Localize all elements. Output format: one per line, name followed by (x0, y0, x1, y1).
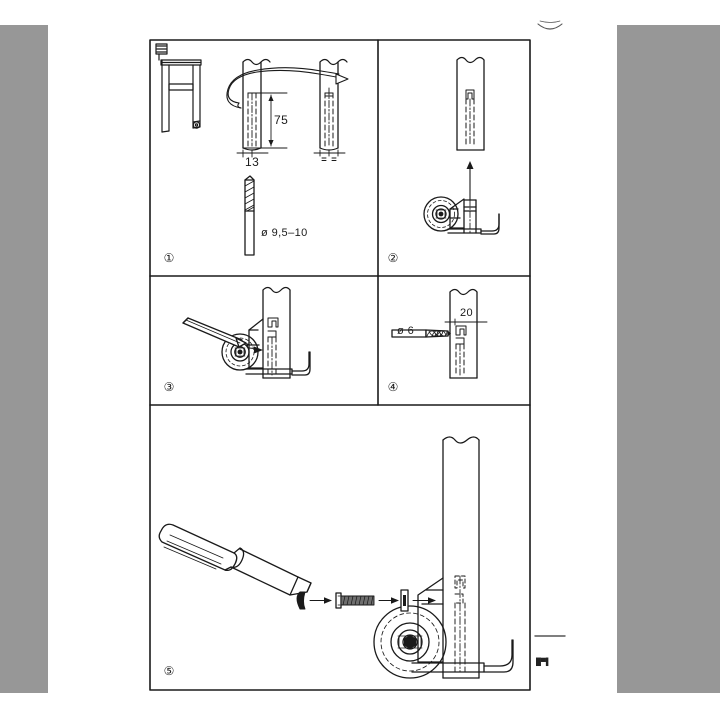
left-margin-bar (0, 25, 48, 693)
panel-1-content (155, 43, 349, 256)
drill-diameter-label-1: ø 9,5–10 (261, 227, 308, 239)
top-arc-mark (537, 23, 563, 30)
dimension-label-20: 20 (460, 307, 474, 319)
dimension-label-13: 13 (245, 155, 260, 169)
pointer-arrow-3 (248, 346, 263, 354)
right-margin-bar (617, 25, 720, 693)
pencil (182, 317, 249, 348)
bed-frame-icon (155, 43, 202, 133)
tube-with-slot (456, 56, 485, 151)
caster-wheel-large (373, 605, 447, 679)
panel-4-content (391, 288, 488, 379)
tube-after (319, 58, 348, 151)
page-marks (534, 20, 566, 637)
panel-2-content (423, 56, 500, 235)
panel-number-3: ③ (163, 380, 175, 394)
drill-bit-small (391, 329, 451, 338)
panel-number-1: ① (163, 251, 175, 265)
equal-marks (321, 157, 337, 161)
panel-5-content (158, 436, 514, 679)
panel-3-content (182, 286, 311, 379)
dimension-75-leader (242, 92, 288, 149)
washer-part (400, 589, 409, 612)
drill-diameter-label-4: ø 6 (397, 325, 415, 337)
tube-with-marking (444, 288, 488, 379)
screwdriver (158, 523, 312, 596)
dimension-13-leader (236, 149, 269, 158)
panel-number-4: ④ (387, 380, 399, 394)
panel-frame (149, 39, 531, 691)
arrow-1 (309, 597, 332, 604)
fastener-row (296, 589, 436, 612)
caster-wheel-assembly-3 (221, 318, 311, 376)
arrow-3 (412, 597, 436, 604)
up-arrow (466, 161, 474, 201)
tube-after-baseline (313, 149, 346, 157)
right-glyph-mark: █▀▌ (536, 659, 551, 666)
curved-arrow (226, 67, 349, 109)
tube-large (442, 436, 480, 679)
drill-bit (244, 175, 255, 256)
screw-part (335, 592, 375, 609)
arrow-2 (378, 597, 399, 604)
panel-number-5: ⑤ (163, 664, 175, 678)
panel-number-2: ② (387, 251, 399, 265)
dimension-label-75: 75 (274, 113, 289, 127)
cap-part (296, 591, 306, 610)
caster-wheel-assembly (423, 196, 500, 235)
